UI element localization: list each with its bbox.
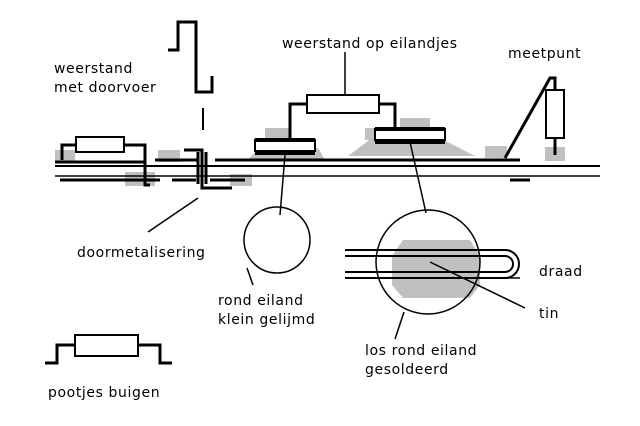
tin-blob <box>392 240 480 298</box>
solder-blob <box>265 128 290 140</box>
resistor-on-islands <box>254 94 446 155</box>
label-rond-eiland-1: rond eiland <box>218 293 304 309</box>
leader-rond-eiland <box>246 267 254 286</box>
resistor-lead <box>138 343 172 365</box>
solder-blob <box>485 146 507 158</box>
label-doormetalisering: doormetalisering <box>77 245 206 261</box>
resistor-body <box>75 136 125 153</box>
leader-island-to-circle <box>279 154 286 216</box>
label-weerstand-doorvoer-2: met doorvoer <box>54 80 157 96</box>
label-meetpunt: meetpunt <box>508 46 582 62</box>
resistor-doorvoer <box>60 136 150 187</box>
resistor-lead <box>379 102 397 128</box>
pcb-board <box>55 152 600 184</box>
label-los-rond-2: gesoldeerd <box>365 362 449 378</box>
leader-pad-to-loose <box>409 141 427 214</box>
label-weerstand-doorvoer-1: weerstand <box>54 61 133 77</box>
label-weerstand-eilandjes: weerstand op eilandjes <box>282 36 458 52</box>
label-los-rond-1: los rond eiland <box>365 343 478 359</box>
loose-island-circle <box>375 209 481 315</box>
round-island-circle <box>243 206 311 274</box>
resistor-body <box>74 334 139 357</box>
via-bent-lead <box>168 20 232 190</box>
resistor-lead <box>288 102 307 139</box>
meetpunt-post <box>545 89 565 139</box>
label-rond-eiland-2: klein gelijmd <box>218 312 316 328</box>
leader-los-rond <box>394 311 405 340</box>
wire-loop <box>345 255 514 273</box>
bent-lead <box>184 148 232 190</box>
meetpunt-wire <box>503 76 557 159</box>
meetpunt-pin <box>503 76 565 159</box>
label-draad: draad <box>539 264 583 280</box>
bent-lead <box>168 20 214 94</box>
resistor-lead <box>124 143 150 187</box>
leader-doormetalisering <box>147 197 199 233</box>
resistor-body <box>306 94 380 114</box>
round-island-small <box>243 206 311 274</box>
label-tin: tin <box>539 306 560 322</box>
leader-tin <box>429 261 526 309</box>
resistor-lead <box>45 343 75 365</box>
resistor-lead <box>60 143 76 160</box>
solder-blob <box>55 150 75 162</box>
resistor-bent-legs <box>45 334 172 365</box>
label-pootjes-buigen: pootjes buigen <box>48 385 161 401</box>
leader-lines <box>147 52 526 340</box>
